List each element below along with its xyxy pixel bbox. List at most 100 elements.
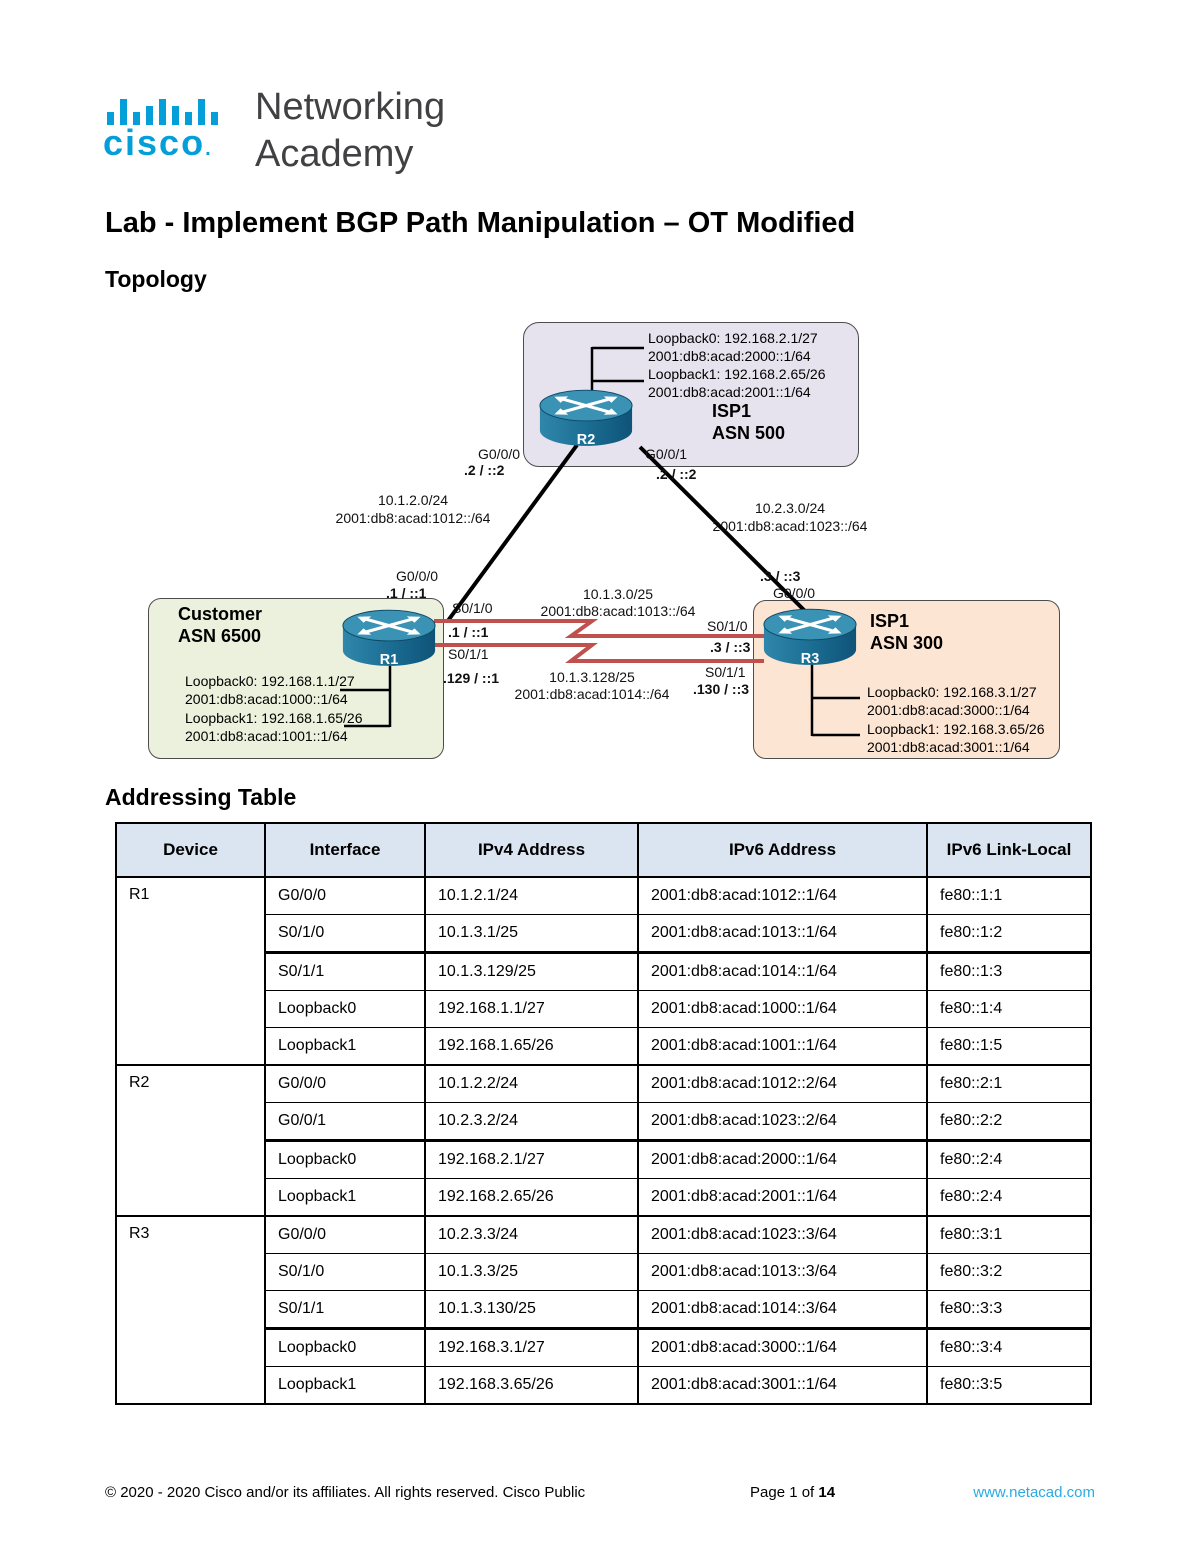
cell-interface: Loopback1 (264, 1178, 426, 1217)
serial1-subnet-v6: 2001:db8:acad:1014::/64 (514, 686, 670, 702)
cell-link-local: fe80::3:5 (926, 1366, 1092, 1405)
cell-interface: G0/0/1 (264, 1102, 426, 1142)
table-row: R2 G0/0/0 10.1.2.2/24 2001:db8:acad:1012… (115, 1064, 1092, 1217)
addressing-table-heading: Addressing Table (105, 784, 297, 810)
cell-ipv6: 2001:db8:acad:1023::3/64 (637, 1215, 928, 1254)
cell-link-local: fe80::3:4 (926, 1328, 1092, 1367)
col-header-device: Device (115, 822, 266, 878)
cell-interface: S0/1/1 (264, 952, 426, 991)
customer-title: Customer ASN 6500 (178, 603, 262, 647)
r2-g001-addr: .2 / ::2 (656, 466, 697, 482)
cisco-logo-wordmark: cisco. (103, 122, 213, 163)
cell-interface: Loopback1 (264, 1366, 426, 1405)
cell-ipv4: 192.168.2.65/26 (424, 1178, 639, 1217)
r2-loopback-labels: Loopback0: 192.168.2.1/27 2001:db8:acad:… (648, 330, 826, 401)
cell-ipv4: 192.168.3.1/27 (424, 1328, 639, 1367)
netacad-link[interactable]: www.netacad.com (973, 1484, 1095, 1501)
r3-s011-addr: .130 / ::3 (693, 681, 750, 697)
r1-loopback-labels: Loopback0: 192.168.1.1/27 2001:db8:acad:… (185, 673, 363, 745)
device-cell-r3: R3 (115, 1215, 266, 1405)
cell-link-local: fe80::1:1 (926, 876, 1092, 915)
serial0-subnet-v4: 10.1.3.0/25 (582, 586, 654, 602)
cell-ipv6: 2001:db8:acad:1001::1/64 (637, 1027, 928, 1066)
cell-ipv4: 192.168.2.1/27 (424, 1140, 639, 1179)
cell-link-local: fe80::1:5 (926, 1027, 1092, 1066)
cell-interface: S0/1/1 (264, 1290, 426, 1330)
cell-link-local: fe80::2:4 (926, 1178, 1092, 1217)
r1-loopback1: Loopback1: 192.168.1.65/26 (185, 710, 363, 726)
isp300-title: ISP1 ASN 300 (870, 610, 943, 654)
device-cell-r1: R1 (115, 876, 266, 1066)
cell-ipv6: 2001:db8:acad:1012::2/64 (637, 1064, 928, 1103)
cell-ipv4: 10.2.3.3/24 (424, 1215, 639, 1254)
cell-link-local: fe80::2:4 (926, 1140, 1092, 1179)
r3-g000-if-label: G0/0/0 (773, 585, 816, 601)
router-r3-label: R3 (801, 651, 819, 667)
cell-interface: S0/1/0 (264, 914, 426, 954)
cell-ipv4: 192.168.3.65/26 (424, 1366, 639, 1405)
customer-asn: ASN 6500 (178, 626, 262, 646)
r3-loopback1: Loopback1: 192.168.3.65/26 (867, 721, 1045, 737)
cell-ipv6: 2001:db8:acad:1014::3/64 (637, 1290, 928, 1330)
router-r1-icon: R1 (342, 609, 436, 668)
logo-line-academy: Academy (255, 133, 414, 175)
r2-loopback0-v6: 2001:db8:acad:2000::1/64 (648, 347, 811, 364)
cell-interface: G0/0/0 (264, 1215, 426, 1254)
cell-ipv4: 10.1.2.1/24 (424, 876, 639, 915)
r1-loopback0: Loopback0: 192.168.1.1/27 (185, 673, 355, 689)
router-r1-label: R1 (380, 652, 398, 668)
r3-s011-if-label: S0/1/1 (705, 664, 746, 680)
isp300-asn: ASN 300 (870, 633, 944, 653)
table-row: G0/0/1 10.2.3.2/24 2001:db8:acad:1023::2… (116, 1102, 1092, 1142)
col-header-ipv4: IPv4 Address (424, 822, 639, 878)
r1-loopback0-v6: 2001:db8:acad:1000::1/64 (185, 690, 348, 707)
col-header-ipv6: IPv6 Address (637, 822, 928, 878)
table-row: Loopback1 192.168.3.65/26 2001:db8:acad:… (116, 1366, 1092, 1405)
customer-name: Customer (178, 604, 263, 624)
cell-link-local: fe80::1:3 (926, 952, 1092, 991)
link-r1r2-subnet-v6: 2001:db8:acad:1012::/64 (335, 510, 491, 526)
cell-interface: Loopback0 (264, 990, 426, 1028)
r2-g001-if-label: G0/0/1 (645, 446, 688, 462)
cell-ipv6: 2001:db8:acad:2000::1/64 (637, 1140, 928, 1179)
cell-link-local: fe80::1:2 (926, 914, 1092, 954)
cell-ipv6: 2001:db8:acad:3000::1/64 (637, 1328, 928, 1367)
r1-loopback1-v6: 2001:db8:acad:1001::1/64 (185, 727, 348, 744)
r1-s011-if-label: S0/1/1 (448, 646, 489, 662)
table-row: Loopback1 192.168.2.65/26 2001:db8:acad:… (116, 1178, 1092, 1217)
cell-interface: Loopback1 (264, 1027, 426, 1066)
cell-ipv6: 2001:db8:acad:1012::1/64 (637, 876, 928, 915)
cell-ipv4: 10.1.3.130/25 (424, 1290, 639, 1330)
cell-link-local: fe80::3:2 (926, 1253, 1092, 1291)
serial0-subnet-v6: 2001:db8:acad:1013::/64 (540, 603, 696, 619)
logo-line-networking: Networking (255, 86, 446, 128)
cell-link-local: fe80::2:1 (926, 1064, 1092, 1103)
cell-link-local: fe80::1:4 (926, 990, 1092, 1028)
col-header-link-local: IPv6 Link-Local (926, 822, 1092, 878)
cisco-logo-bars-icon (107, 99, 218, 125)
table-row: Loopback1 192.168.1.65/26 2001:db8:acad:… (116, 1027, 1092, 1066)
cell-ipv6: 2001:db8:acad:1013::3/64 (637, 1253, 928, 1291)
cisco-logo-tm-dot: . (205, 138, 213, 160)
table-row: R1 G0/0/0 10.1.2.1/24 2001:db8:acad:1012… (115, 876, 1092, 1066)
table-row: S0/1/1 10.1.3.129/25 2001:db8:acad:1014:… (116, 952, 1092, 991)
r3-loopback1-v6: 2001:db8:acad:3001::1/64 (867, 738, 1030, 755)
footer-page-label: Page 1 of (750, 1484, 819, 1501)
cell-ipv6: 2001:db8:acad:1013::1/64 (637, 914, 928, 954)
r1-s011-addr: .129 / ::1 (443, 670, 500, 686)
addressing-table: Device Interface IPv4 Address IPv6 Addre… (115, 822, 1092, 1405)
table-row: R3 G0/0/0 10.2.3.3/24 2001:db8:acad:1023… (115, 1215, 1092, 1405)
cell-ipv4: 10.2.3.2/24 (424, 1102, 639, 1142)
cell-ipv6: 2001:db8:acad:1000::1/64 (637, 990, 928, 1028)
r3-loopback-labels: Loopback0: 192.168.3.1/27 2001:db8:acad:… (867, 684, 1045, 756)
addressing-table-header-row: Device Interface IPv4 Address IPv6 Addre… (115, 822, 1092, 878)
link-r2r3-subnet-v4: 10.2.3.0/24 (754, 500, 826, 516)
cell-ipv6: 2001:db8:acad:2001::1/64 (637, 1178, 928, 1217)
r1-g000-if-label: G0/0/0 (396, 568, 439, 584)
r1-s010-if-label: S0/1/0 (452, 600, 493, 616)
cell-ipv4: 192.168.1.65/26 (424, 1027, 639, 1066)
device-cell-r2: R2 (115, 1064, 266, 1217)
cell-ipv6: 2001:db8:acad:1023::2/64 (637, 1102, 928, 1142)
router-r2-icon: R2 (539, 389, 633, 448)
page-title: Lab - Implement BGP Path Manipulation – … (105, 207, 856, 239)
